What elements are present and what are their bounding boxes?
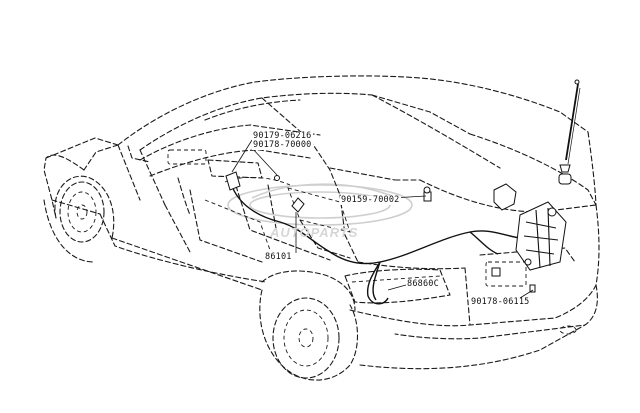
watermark-text: AUTOPARTS xyxy=(270,225,359,240)
lower-rear xyxy=(359,324,586,370)
label-90179-06216: 90179-06216 xyxy=(252,131,313,141)
deck-module xyxy=(493,183,517,211)
rear-lamp xyxy=(344,268,451,304)
antenna-rod xyxy=(558,79,581,185)
label-86101: 86101 xyxy=(264,252,293,262)
label-90178-70000: 90178-70000 xyxy=(252,140,313,150)
rear-wheel xyxy=(259,270,358,381)
label-86860c: 86860C xyxy=(406,279,440,289)
front-hood xyxy=(43,137,119,219)
front-wheel xyxy=(43,175,115,263)
watermark-emblem xyxy=(227,183,413,226)
roof-outline xyxy=(117,75,589,151)
interior-parts xyxy=(225,171,432,213)
trunk-lid xyxy=(371,94,597,213)
windshield xyxy=(83,144,166,206)
rear-parts-cluster xyxy=(491,201,567,293)
side-body xyxy=(99,189,267,291)
label-90159-70002: 90159-70002 xyxy=(340,195,401,205)
label-90178-06115: 90178-06115 xyxy=(470,297,531,307)
